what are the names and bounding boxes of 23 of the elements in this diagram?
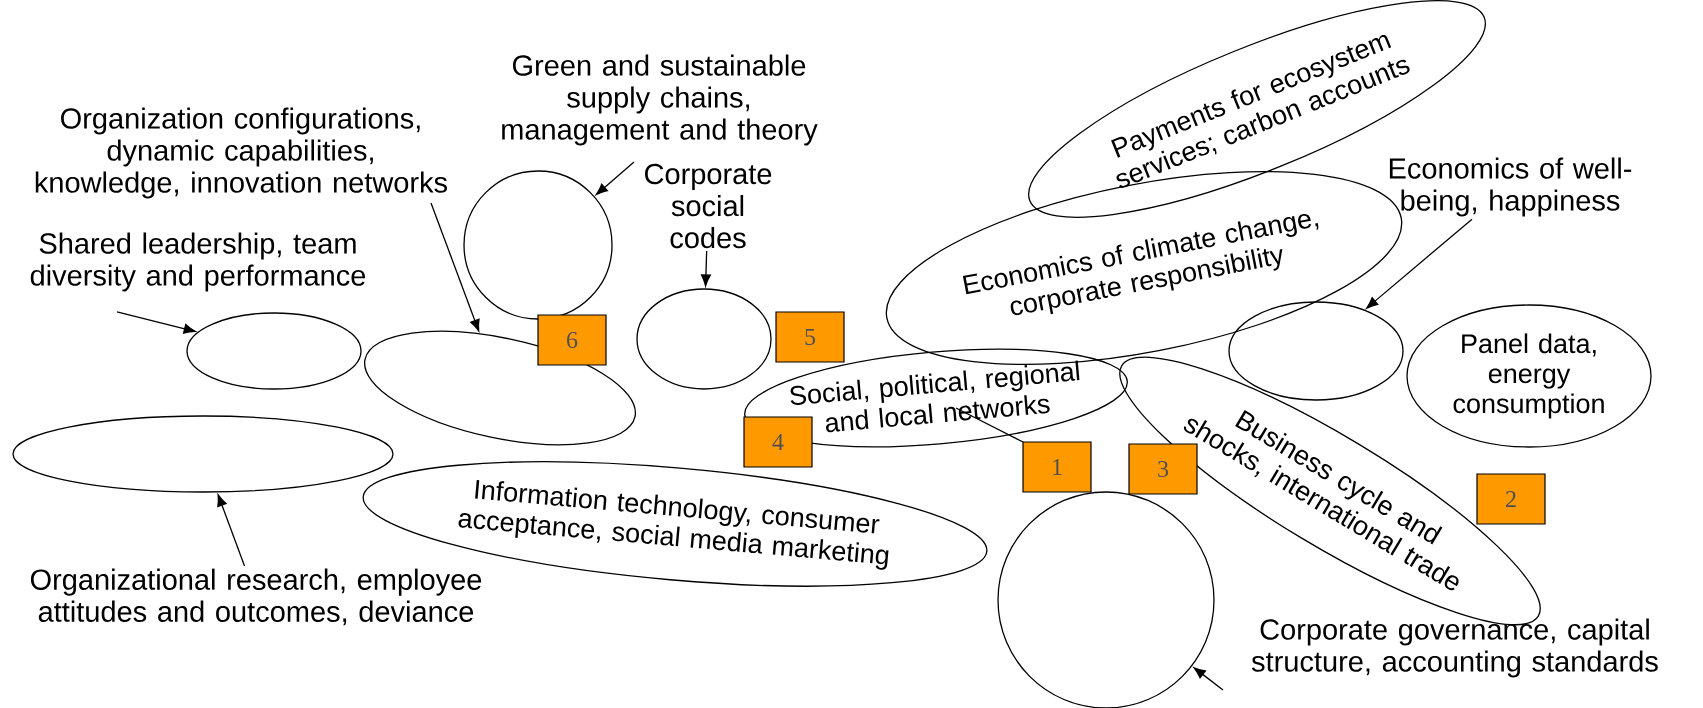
number-box: 4 <box>743 416 813 468</box>
topic-label: Organization configurations, dynamic capabilities, knowledge, innovation networks <box>35 107 447 199</box>
leader-line <box>955 407 1024 443</box>
number-box: 5 <box>775 311 845 363</box>
empty-ellipse <box>186 312 362 390</box>
topic-label: Corporate social codes <box>645 163 772 249</box>
arrow <box>595 161 635 196</box>
empty-ellipse <box>1228 301 1404 401</box>
number-box: 6 <box>537 314 607 366</box>
empty-ellipse <box>12 415 394 493</box>
empty-ellipse <box>463 170 613 320</box>
arrow <box>1366 218 1473 309</box>
arrow <box>430 202 480 332</box>
topic-label: Shared leadership, team diversity and performance <box>30 232 366 292</box>
arrow <box>1193 667 1224 691</box>
arrow <box>700 250 711 287</box>
topic-label: Green and sustainable supply chains, management and theory <box>502 54 818 146</box>
empty-ellipse <box>636 288 772 390</box>
number-box: 3 <box>1128 443 1198 495</box>
arrow <box>116 311 196 334</box>
number-box: 2 <box>1476 473 1546 525</box>
arrow <box>217 494 246 567</box>
number-box: 1 <box>1022 441 1092 493</box>
